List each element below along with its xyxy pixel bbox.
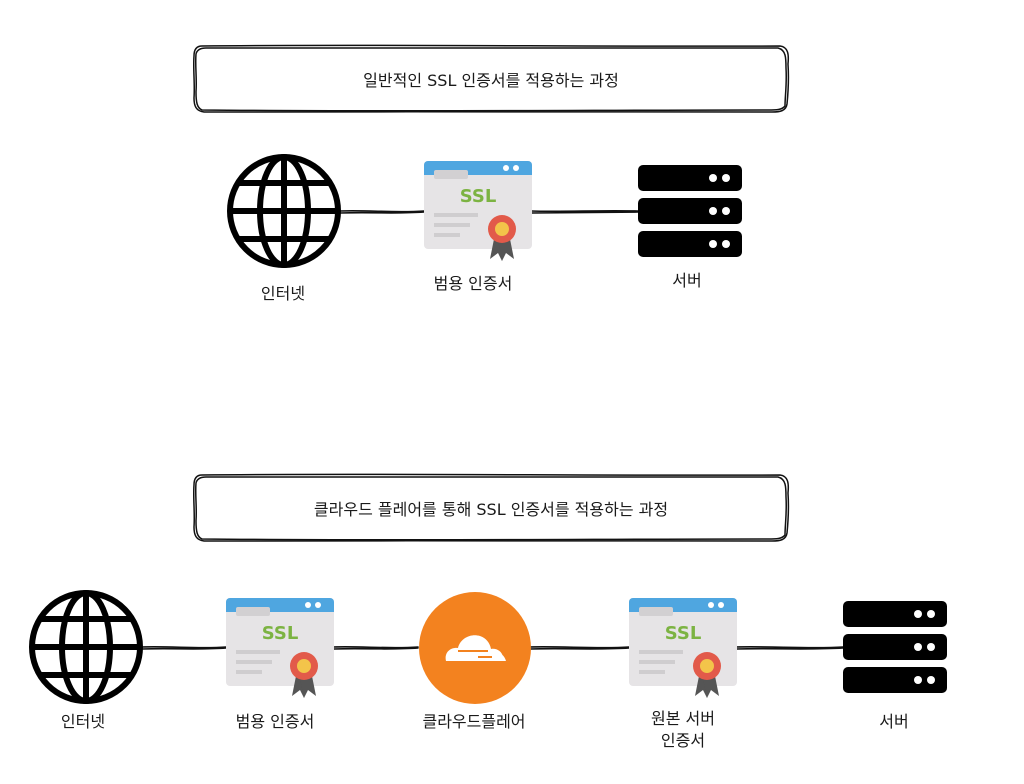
server-icon	[638, 165, 742, 257]
section2-cloudflare-label: 클라우드플레어	[422, 712, 526, 731]
ssl-certificate-icon: SSL	[629, 598, 737, 698]
sketch-rect	[192, 44, 790, 114]
ssl-text: SSL	[460, 186, 497, 207]
section2-title: 클라우드 플레어를 통해 SSL 인증서를 적용하는 과정	[313, 500, 669, 519]
section1-cert-label: 범용 인증서	[433, 274, 513, 293]
connector-origin-server	[735, 645, 844, 650]
connector-cloudflare-origin	[529, 646, 630, 650]
section1-server-label: 서버	[672, 271, 702, 290]
section2-cert-label: 범용 인증서	[235, 712, 315, 731]
ssl-text: SSL	[262, 623, 299, 644]
origin-cert-line1: 원본 서버	[651, 709, 715, 728]
ssl-certificate-icon: SSL	[226, 598, 334, 698]
sketch-rect	[192, 473, 790, 543]
section1-title-box: 일반적인 SSL 인증서를 적용하는 과정	[192, 44, 790, 114]
globe-icon	[227, 154, 341, 268]
connector-cert-server	[530, 209, 639, 214]
ssl-text: SSL	[665, 623, 702, 644]
section1-title: 일반적인 SSL 인증서를 적용하는 과정	[363, 71, 619, 90]
server-icon	[843, 601, 947, 693]
origin-cert-line2: 인증서	[660, 730, 706, 750]
connector-internet-cert	[339, 210, 425, 214]
section2-internet-label: 인터넷	[60, 712, 106, 731]
cloudflare-icon	[419, 592, 531, 704]
connector-internet-cert-2	[141, 646, 227, 650]
section1-internet-label: 인터넷	[260, 284, 306, 303]
connector-cert-cloudflare	[333, 646, 419, 650]
section2-title-box: 클라우드 플레어를 통해 SSL 인증서를 적용하는 과정	[192, 473, 790, 543]
section2-server-label: 서버	[879, 712, 909, 731]
globe-icon	[29, 590, 143, 704]
ssl-certificate-icon: SSL	[424, 161, 532, 261]
section2-origin-cert-label: 원본 서버 인증서	[651, 708, 715, 751]
